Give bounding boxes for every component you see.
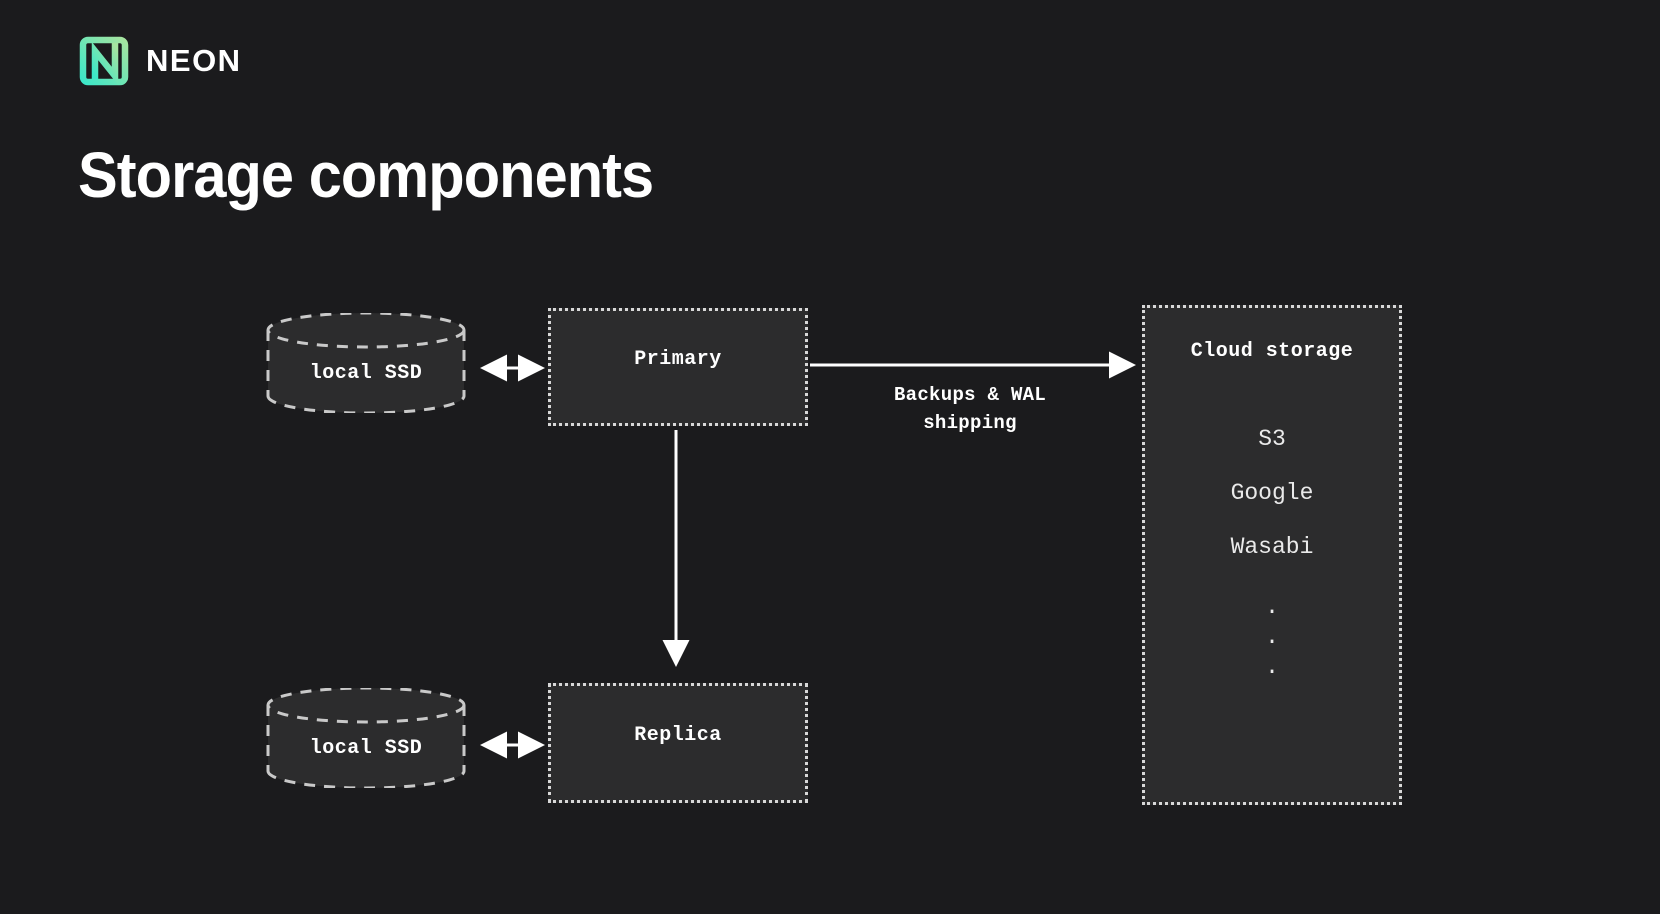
list-item: Google — [1230, 480, 1314, 507]
node-label: Primary — [634, 348, 722, 371]
node-local-ssd-replica: local SSD — [266, 688, 466, 788]
edge-label-line-2: shipping — [923, 411, 1017, 434]
neon-logo-icon — [78, 35, 130, 87]
node-label: local SSD — [309, 737, 423, 760]
page-title: Storage components — [78, 139, 654, 211]
node-primary: Primary — [548, 308, 808, 426]
ellipsis-dot: . — [1265, 594, 1279, 621]
node-cloud-storage: Cloud storage S3 Google Wasabi . . . — [1142, 305, 1402, 805]
edge-label-backups-wal-shipping: Backups & WAL shipping — [855, 382, 1085, 437]
cylinder-shape-icon — [266, 313, 466, 413]
cloud-list-ellipsis: . . . — [1265, 596, 1279, 679]
node-label: local SSD — [309, 362, 423, 385]
ellipsis-dot: . — [1265, 654, 1279, 681]
list-item: Wasabi — [1230, 534, 1314, 561]
ellipsis-dot: . — [1265, 624, 1279, 651]
cloud-provider-list: S3 Google Wasabi — [1220, 425, 1324, 561]
node-local-ssd-primary: local SSD — [266, 313, 466, 413]
brand-wordmark: NEON — [146, 43, 242, 78]
cylinder-shape-icon — [266, 688, 466, 788]
node-label: Replica — [634, 724, 722, 747]
node-replica: Replica — [548, 683, 808, 803]
brand: NEON — [78, 35, 242, 87]
list-item: S3 — [1258, 426, 1286, 452]
node-label: Cloud storage — [1190, 340, 1354, 363]
edge-label-line-1: Backups & WAL — [893, 384, 1047, 406]
